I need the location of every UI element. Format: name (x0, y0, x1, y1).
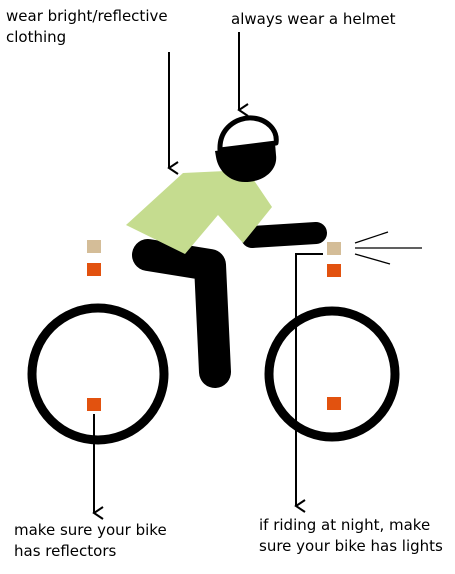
reflectors-callout-label: make sure your bike has reflectors (14, 520, 167, 562)
arrow-lights (296, 254, 323, 506)
front-light-tan (327, 242, 341, 255)
clothing-label-line-2: clothing (6, 27, 168, 48)
light-beam-upper (355, 232, 388, 243)
front-wheel-reflector (327, 397, 341, 410)
rider-arm (252, 233, 316, 237)
rear-reflector-orange (87, 263, 101, 276)
rear-wheel-reflector (87, 398, 101, 411)
reflectors-label-line-2: has reflectors (14, 541, 167, 562)
lights-label-line-2: sure your bike has lights (259, 536, 443, 557)
clothing-label-line-1: wear bright/reflective (6, 6, 168, 27)
front-wheel (269, 311, 395, 437)
rear-wheel (32, 308, 164, 440)
helmet-callout-label: always wear a helmet (231, 9, 396, 30)
lights-callout-label: if riding at night, make sure your bike … (259, 515, 443, 557)
light-beam-lower (355, 254, 390, 264)
rear-reflector-tan (87, 240, 101, 253)
clothing-callout-label: wear bright/reflective clothing (6, 6, 168, 48)
front-reflector-orange (327, 264, 341, 277)
lights-label-line-1: if riding at night, make (259, 515, 443, 536)
helmet-icon (220, 118, 276, 150)
reflectors-label-line-1: make sure your bike (14, 520, 167, 541)
helmet-label-text: always wear a helmet (231, 9, 396, 30)
